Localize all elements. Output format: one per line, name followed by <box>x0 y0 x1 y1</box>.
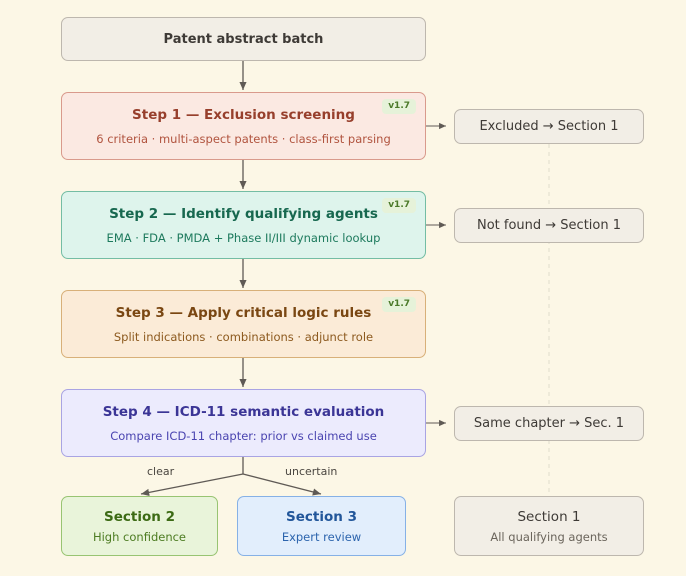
step-1-version-badge: v1.7 <box>382 99 416 114</box>
start-node-label: Patent abstract batch <box>163 31 324 47</box>
step-4-node: Step 4 — ICD-11 semantic evaluation Comp… <box>61 389 426 457</box>
step-3-node: v1.7 Step 3 — Apply critical logic rules… <box>61 290 426 358</box>
not-found-outcome-node: Not found → Section 1 <box>454 208 644 243</box>
step-2-version-badge: v1.7 <box>382 198 416 213</box>
step-3-detail: Split indications · combinations · adjun… <box>113 329 374 344</box>
step-1-detail: 6 criteria · multi-aspect patents · clas… <box>96 131 391 146</box>
section-1-detail: All qualifying agents <box>490 529 608 544</box>
step-1-node: v1.7 Step 1 — Exclusion screening 6 crit… <box>61 92 426 160</box>
excluded-outcome-label: Excluded → Section 1 <box>479 119 619 134</box>
step-2-detail: EMA · FDA · PMDA + Phase II/III dynamic … <box>106 230 381 245</box>
step-3-version-badge: v1.7 <box>382 297 416 312</box>
same-chapter-outcome-node: Same chapter → Sec. 1 <box>454 406 644 441</box>
section-2-title: Section 2 <box>104 508 175 525</box>
branch-label-clear: clear <box>147 465 175 478</box>
start-node: Patent abstract batch <box>61 17 426 61</box>
section-1-title: Section 1 <box>517 508 581 525</box>
arrow-branch-uncertain <box>242 473 322 496</box>
not-found-outcome-label: Not found → Section 1 <box>476 218 622 233</box>
step-2-title: Step 2 — Identify qualifying agents <box>109 205 378 222</box>
step-1-title: Step 1 — Exclusion screening <box>132 106 355 123</box>
step-4-title: Step 4 — ICD-11 semantic evaluation <box>102 403 385 420</box>
same-chapter-outcome-label: Same chapter → Sec. 1 <box>473 416 625 431</box>
excluded-outcome-node: Excluded → Section 1 <box>454 109 644 144</box>
step-3-title: Step 3 — Apply critical logic rules <box>115 304 372 321</box>
section-2-node: Section 2 High confidence <box>61 496 218 556</box>
branch-label-uncertain: uncertain <box>285 465 338 478</box>
section-2-detail: High confidence <box>92 529 187 544</box>
section-3-title: Section 3 <box>286 508 357 525</box>
step-2-node: v1.7 Step 2 — Identify qualifying agents… <box>61 191 426 259</box>
arrow-branch-clear <box>140 473 244 496</box>
step-4-detail: Compare ICD-11 chapter: prior vs claimed… <box>110 428 377 443</box>
section-1-node: Section 1 All qualifying agents <box>454 496 644 556</box>
section-3-node: Section 3 Expert review <box>237 496 406 556</box>
section-3-detail: Expert review <box>281 529 362 544</box>
